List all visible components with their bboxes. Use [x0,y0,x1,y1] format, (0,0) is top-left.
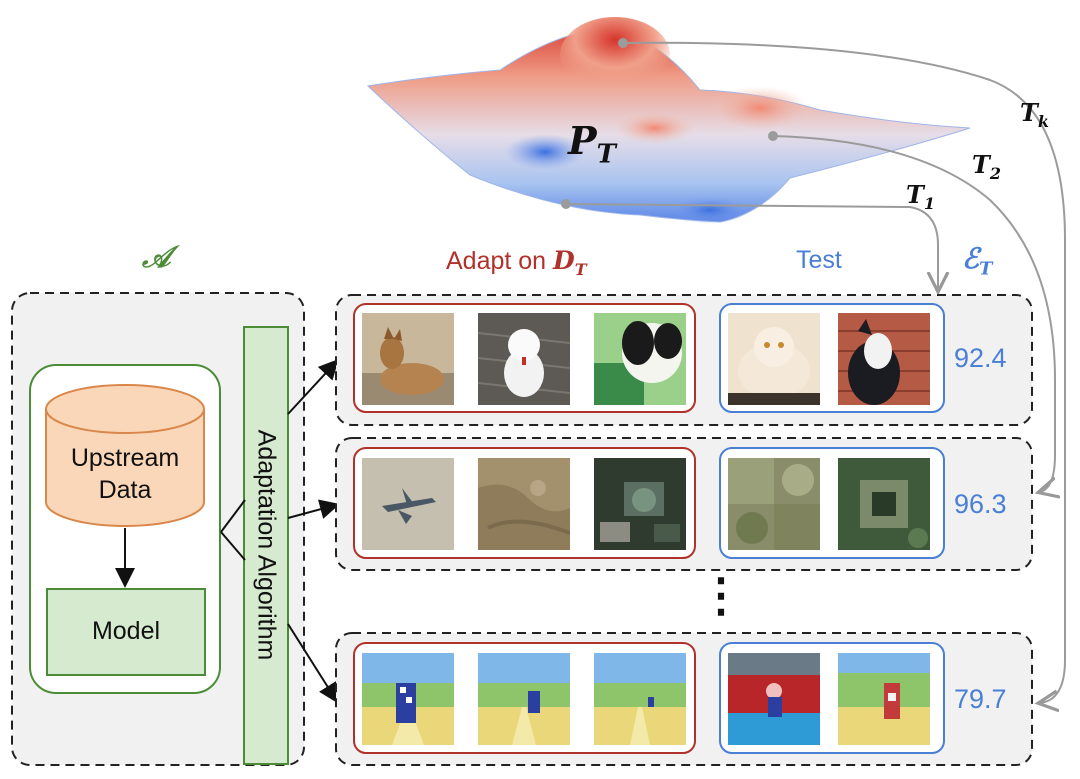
ellipsis: ⋮ [698,569,744,621]
algorithm-symbol: 𝒜 [142,240,171,275]
adapt-header: Adapt on DT [446,246,587,279]
image-sat-airplane [362,458,454,550]
image-sat-fortress [838,458,930,550]
image-sat-buildings [594,458,686,550]
image-3d-scene-green-room [838,653,930,745]
task-2-arrow [772,135,1055,492]
image-sat-terrain [478,458,570,550]
score-row-3: 79.7 [954,684,1007,714]
upstream-data-cylinder [45,384,205,527]
task-label-k: Tk [1020,98,1049,131]
image-3d-scene-2 [478,653,570,745]
task-k-arrow [622,41,1066,703]
distribution-label-main: P [568,118,597,163]
image-3d-scene-red-room [728,653,820,745]
task-label-1-sub: 1 [923,193,935,213]
model-box [46,588,206,676]
image-3d-scene-1 [362,653,454,745]
adaptation-algorithm-label: Adaptation Algorithm [252,429,281,661]
image-dog-brown [362,313,454,405]
task-label-k-main: T [1020,98,1038,127]
score-row-1: 92.4 [954,343,1007,373]
task-label-k-sub: k [1037,111,1049,131]
upstream-label-line-2: Data [98,476,152,504]
task-1-arrow [565,203,938,290]
eval-header-sub: T [978,258,993,280]
image-dog-white [478,313,570,405]
task-label-2: T2 [972,150,1001,183]
image-dog-black-white [594,313,686,405]
image-3d-scene-3 [594,653,686,745]
distribution-label: PT [568,118,616,170]
task-distribution-surface [366,17,971,224]
adapt-header-main: D [553,246,575,275]
task-label-2-sub: 2 [989,163,1001,183]
arrow-to-row-3 [287,623,339,704]
distribution-label-sub: T [596,139,616,170]
adapt-header-text: Adapt on [446,247,554,275]
image-sat-fields [728,458,820,550]
eval-header-main: ℰ [962,242,979,275]
model-label: Model [91,617,161,645]
test-header: Test [796,246,842,274]
image-dog-pitbull [838,313,930,405]
eval-header: ℰT [962,242,992,280]
arrow-to-row-1 [287,359,339,415]
score-row-2: 96.3 [954,489,1007,519]
task-label-1-main: T [906,180,924,209]
arrow-to-row-2 [287,499,340,519]
adaptation-algorithm-bar [243,326,289,765]
image-cat-persian [728,313,820,405]
adapt-header-sub: T [574,260,587,279]
task-label-2-main: T [972,150,990,179]
task-label-1: T1 [906,180,935,213]
upstream-label-line-1: Upstream [70,444,180,472]
